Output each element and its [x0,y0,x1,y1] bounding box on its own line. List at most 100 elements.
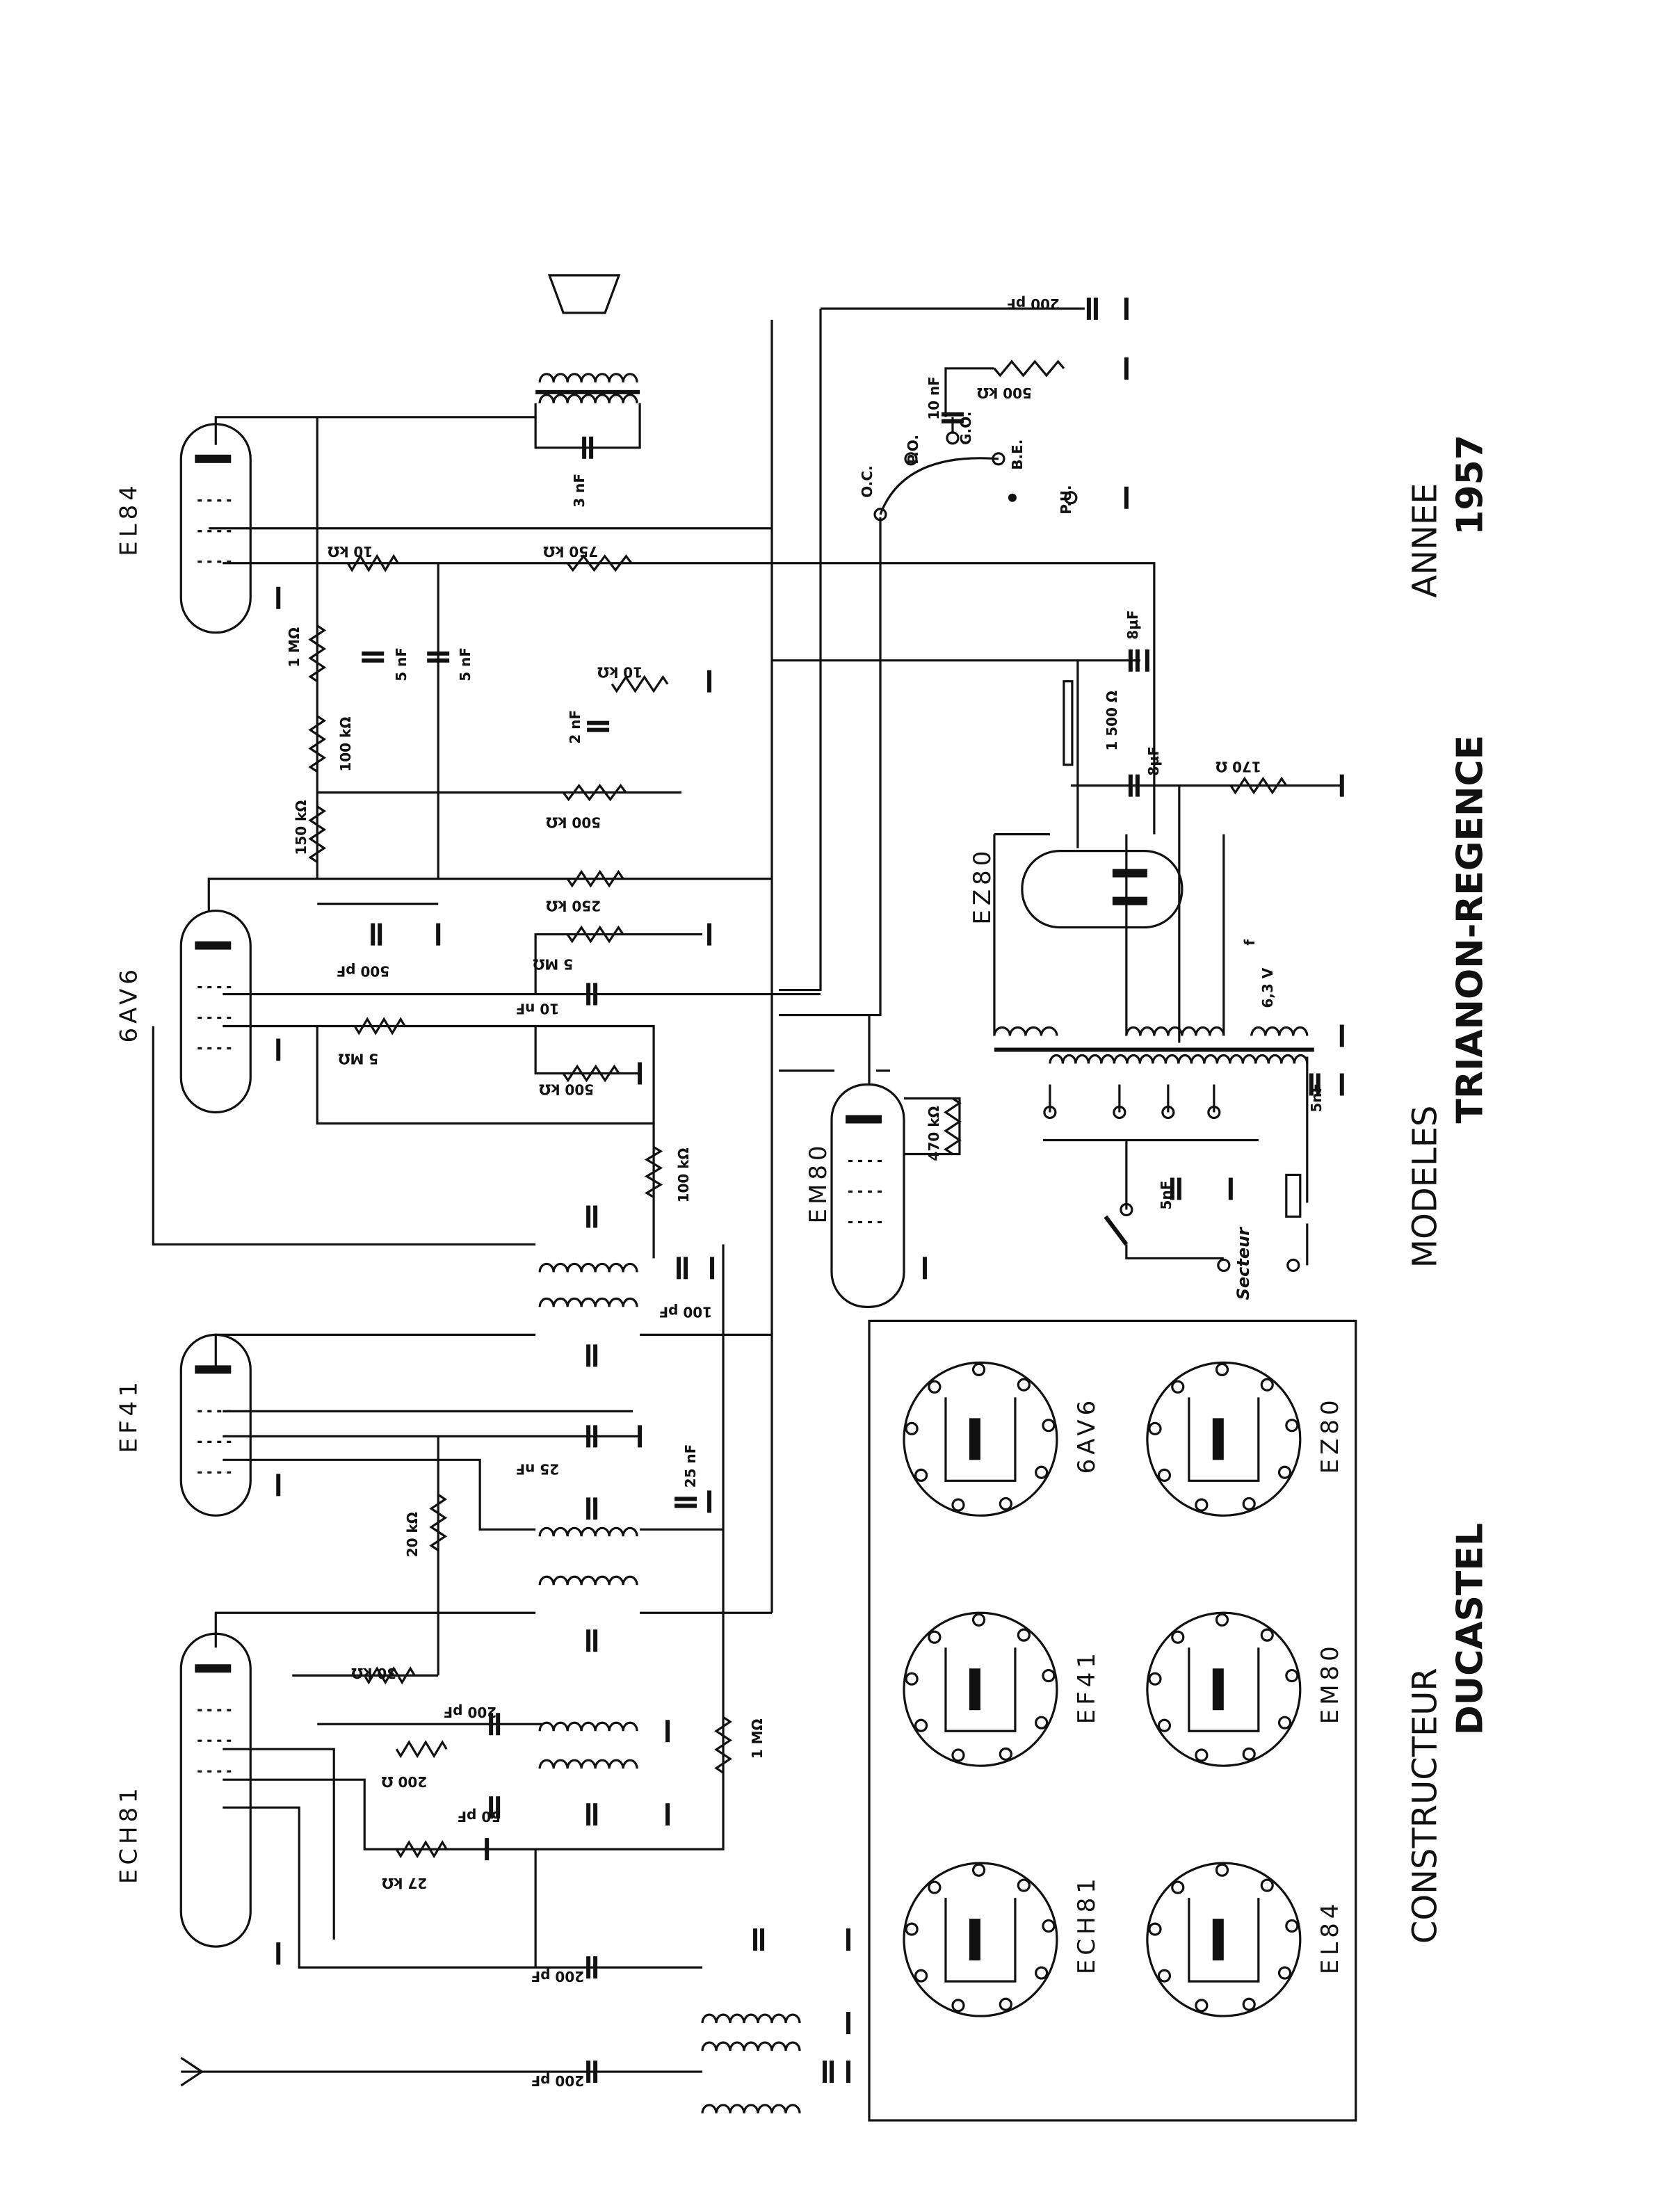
base-diagram-label: EF41 [1073,1649,1101,1724]
tube-pin [905,1421,919,1435]
coil [1049,1054,1309,1064]
component-value-label: 500 kΩ [977,385,1032,401]
component-value-label: 750 kΩ [543,543,598,560]
modeles-label: MODELES [1406,1106,1445,1268]
wire [223,1458,536,1531]
component-value-label: 5 MΩ [338,1051,378,1067]
tube-pin [971,1863,986,1877]
terminal [1207,1105,1221,1120]
tube-pin [928,1880,942,1894]
terminal [904,452,918,466]
wire [214,416,536,445]
tube-label-em80: EM80 [805,1141,832,1223]
wire [534,1026,640,1075]
tube-base-wiring [1188,1647,1260,1732]
resistor [395,1840,448,1859]
component-value-label: 30 kΩ [351,1665,396,1682]
tube-base-electrode [969,1668,980,1711]
tube-pin [1171,1630,1185,1644]
coil [538,1297,638,1307]
tube-base-electrode [1212,1919,1224,1961]
tube-anode [195,1365,232,1374]
tube-pin [914,1468,928,1482]
tube-pin [1215,1613,1229,1627]
coil [538,1575,638,1586]
coil [701,2104,801,2114]
ez80-envelope [1021,850,1184,929]
coil [538,1262,638,1273]
terminal [946,431,960,445]
tube-pin [1285,1919,1299,1933]
tube-base-wiring [1188,1397,1260,1482]
tube-base-circle [903,1611,1058,1767]
power-switch [1104,1215,1129,1246]
tube-anode [195,941,232,950]
tube-pin [914,1718,928,1732]
tube-envelope [179,909,252,1114]
tube-pin [914,1969,928,1983]
wiring [152,307,1342,2073]
choke-core [1063,680,1074,766]
tube-base-circle [903,1361,1058,1517]
resistor [562,1064,620,1083]
tube-base-wiring [944,1647,1017,1732]
tube-pin [1017,1878,1031,1892]
component-value-label: 200 pF [444,1704,497,1720]
tube-pin [1277,1966,1292,1980]
component-value-label: 500 kΩ [539,1081,594,1098]
tube-pin [928,1630,942,1644]
tube-pin [1242,1747,1256,1761]
component-value-label: 150 kΩ [293,800,309,855]
tube-pin [1277,1465,1292,1479]
tube-pin [971,1613,986,1627]
pickup-label: P.U. [1058,485,1074,514]
resistor [429,1493,448,1551]
tube-base-circle [1146,1611,1302,1767]
pickup-jack-icon [1008,493,1017,502]
pickup-jack-icon [1064,491,1078,505]
coil [538,1721,638,1732]
tube-base-electrode [1212,1668,1224,1711]
terminal [1113,1105,1126,1120]
tube-base-wiring [944,1397,1017,1482]
terminal [1217,1258,1231,1273]
component-value-label: 5 MΩ [533,956,573,973]
wire [779,517,882,1017]
wire [223,1806,599,1969]
tube-pin [951,1748,965,1762]
tube-pin [1042,1419,1056,1433]
tube-pin [1260,1628,1274,1642]
switch-label-oc: O.C. [859,465,875,497]
tube-pin [1215,1863,1229,1877]
tube-base-electrode [969,1919,980,1961]
tube-label-ef41: EF41 [115,1378,143,1453]
tube-base-electrode [1212,1418,1224,1460]
component-value-label: 10 nF [515,1001,559,1017]
component-value-label: f [1241,940,1258,946]
component-value-label: 5 nF [393,647,410,682]
component-value-label: 200 pF [1006,296,1060,312]
tube-pin [1148,1922,1162,1936]
base-diagram-label: EM80 [1316,1642,1344,1724]
component-value-label: 6,3 V [1259,967,1276,1008]
base-diagram-label: EZ80 [1316,1396,1344,1474]
tube-pin [1157,1468,1172,1482]
resistor [566,869,624,888]
tube-pin [1148,1421,1162,1435]
tube-pin [1035,1716,1049,1730]
base-diagram-label: 6AV6 [1073,1396,1101,1474]
wire [903,1097,961,1156]
tube-base-wiring [1188,1898,1260,1983]
coil [538,1526,638,1537]
tube-pin [905,1672,919,1686]
tube-base-circle [1146,1862,1302,2017]
switch-label-po: P.O. [905,435,921,465]
tube-envelope [179,423,252,634]
component-value-label: 1 500 Ω [1104,691,1120,751]
band-switch-arc [879,457,999,515]
tube-pin [1242,1497,1256,1511]
component-value-label: 27 kΩ [382,1875,427,1892]
resistor [346,554,399,572]
terminal [1286,1258,1300,1273]
tube-pin [1195,1999,1209,2013]
